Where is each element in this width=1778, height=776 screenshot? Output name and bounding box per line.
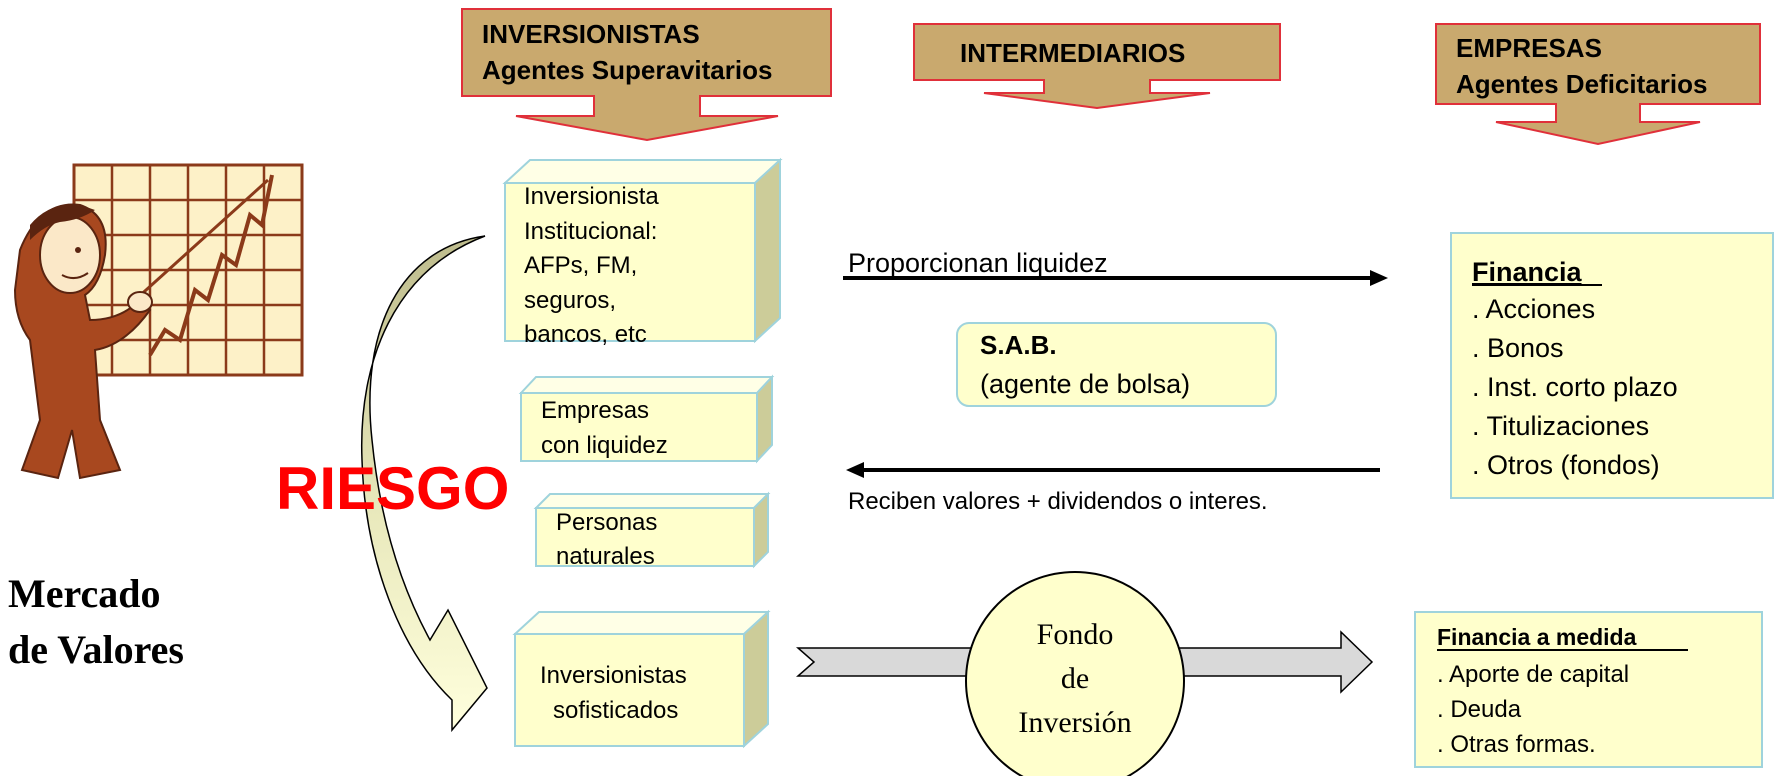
market-label-line1: Mercado — [8, 571, 161, 616]
flow-securities-label: Reciben valores + dividendos o interes. — [848, 488, 1268, 515]
header-investors-line2: Agentes Superavitarios — [482, 55, 772, 85]
box-companies-liquidity-line: con liquidez — [541, 432, 668, 459]
box-institutional: Inversionista Institucional: AFPs, FM, s… — [502, 157, 783, 348]
financing-item: . Otros (fondos) — [1472, 450, 1660, 480]
market-label: Mercado de Valores — [8, 571, 184, 672]
box-natural-persons-line: Personas — [556, 509, 657, 536]
flow-securities: Reciben valores + dividendos o interes. — [846, 462, 1380, 515]
custom-financing-item: . Aporte de capital — [1437, 661, 1629, 688]
custom-financing-title: Financia a medida — [1437, 624, 1637, 650]
custom-financing-box: Financia a medida . Aporte de capital . … — [1414, 611, 1763, 768]
header-companies-arrow — [1435, 23, 1761, 146]
box-institutional-line: bancos, etc — [524, 321, 647, 348]
box-natural-persons: Personas naturales — [533, 491, 771, 570]
box-companies-liquidity-line: Empresas — [541, 397, 649, 424]
financing-item: . Bonos — [1472, 333, 1564, 363]
header-companies-line1: EMPRESAS — [1456, 33, 1602, 63]
box-natural-persons-line: naturales — [556, 543, 655, 570]
sab-box: S.A.B. (agente de bolsa) — [956, 322, 1277, 407]
box-institutional-line: Inversionista — [524, 183, 659, 210]
header-companies: EMPRESAS Agentes Deficitarios — [1435, 23, 1761, 146]
custom-financing-item: . Deuda — [1437, 696, 1522, 723]
financing-title: Financia — [1472, 257, 1583, 287]
box-sophisticated: Inversionistas sofisticados — [512, 609, 771, 749]
fund-line: Inversión — [1018, 706, 1131, 739]
header-companies-line2: Agentes Deficitarios — [1456, 69, 1707, 99]
sab-title: S.A.B. — [980, 330, 1057, 360]
header-intermediaries-arrow — [913, 23, 1281, 110]
header-investors-arrow — [461, 8, 832, 142]
header-intermediaries-line1: INTERMEDIARIOS — [960, 38, 1185, 68]
flow-liquidity-label: Proporcionan liquidez — [848, 248, 1108, 278]
market-label-line2: de Valores — [8, 627, 184, 672]
box-companies-liquidity: Empresas con liquidez — [518, 374, 775, 464]
financing-item: . Titulizaciones — [1472, 411, 1649, 441]
header-intermediaries: INTERMEDIARIOS — [913, 23, 1281, 110]
financing-box: Financia . Acciones . Bonos . Inst. cort… — [1450, 232, 1774, 499]
sab-subtitle: (agente de bolsa) — [980, 369, 1190, 399]
flow-liquidity: Proporcionan liquidez — [843, 248, 1388, 286]
financing-item: . Acciones — [1472, 294, 1595, 324]
box-sophisticated-line: Inversionistas — [540, 662, 687, 689]
investment-fund-circle: Fondo de Inversión — [965, 571, 1185, 776]
box-institutional-line: AFPs, FM, — [524, 252, 637, 279]
header-investors-line1: INVERSIONISTAS — [482, 19, 700, 49]
fund-line: de — [1061, 662, 1089, 695]
box-institutional-line: seguros, — [524, 287, 616, 314]
fund-line: Fondo — [1037, 618, 1114, 651]
businessman-chart-illustration — [13, 163, 304, 480]
risk-label: RIESGO — [276, 455, 509, 522]
box-sophisticated-line: sofisticados — [553, 697, 678, 724]
financing-item: . Inst. corto plazo — [1472, 372, 1678, 402]
header-investors: INVERSIONISTAS Agentes Superavitarios — [461, 8, 832, 142]
box-institutional-line: Institucional: — [524, 218, 657, 245]
custom-financing-item: . Otras formas. — [1437, 731, 1596, 758]
risk-curve-arrow — [360, 235, 488, 733]
